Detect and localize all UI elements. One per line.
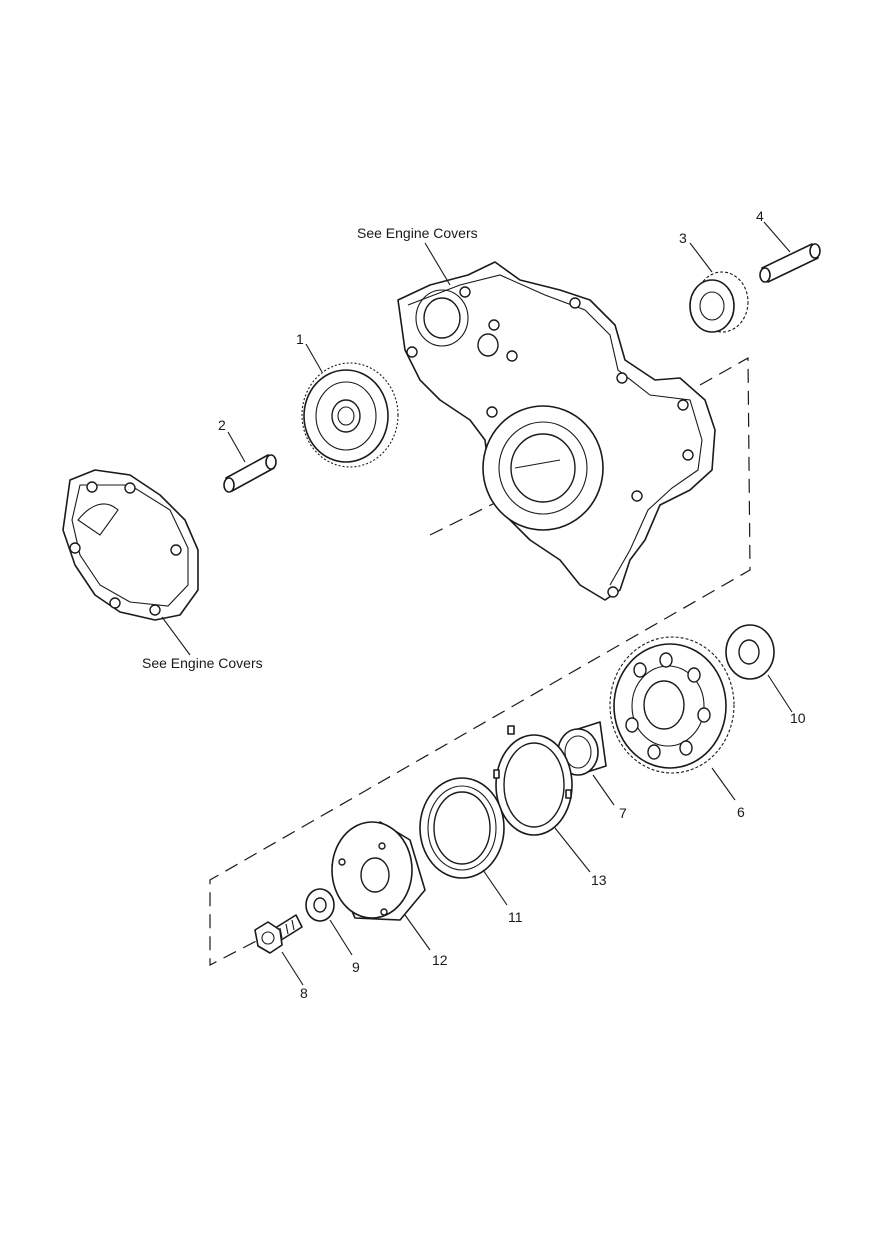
callout-3: 3 [679,230,687,246]
leader-12 [404,914,431,951]
see-engine-covers-note-top: See Engine Covers [357,225,478,241]
engine-cover-main[interactable] [397,261,716,601]
part-3-small-gear[interactable] [689,271,749,333]
callout-4: 4 [756,208,764,224]
engine-cover-left-note: See Engine Covers [142,616,263,671]
part-2-shaft[interactable] [223,454,277,493]
part-8-bolt[interactable] [254,914,303,954]
leader-3 [689,242,713,273]
callout-1: 1 [296,331,304,347]
leader-8 [281,951,304,986]
callout-8: 8 [300,985,308,1001]
callout-12: 12 [432,952,448,968]
callout-11: 11 [508,909,523,925]
engine-cover-left[interactable] [62,469,199,621]
part-6-large-gear[interactable] [609,636,735,774]
callout-7: 7 [619,805,627,821]
callout-13: 13 [591,872,607,888]
leader-2 [227,431,246,463]
leader-9 [329,919,353,956]
assembly-boundary-dashed [209,356,751,966]
part-4-pin[interactable] [759,243,821,283]
part-10-washer[interactable] [725,624,775,680]
callout-6: 6 [737,804,745,820]
leader-10 [767,674,793,713]
leader-7 [592,774,615,806]
see-engine-covers-note-left: See Engine Covers [142,655,263,671]
leader-1 [305,343,323,373]
part-9-small-washer[interactable] [305,888,335,922]
leader-4 [763,221,791,253]
part-13-plate[interactable] [493,725,573,836]
leader-6 [711,767,736,801]
callout-2: 2 [218,417,226,433]
part-1-idler-gear[interactable] [301,362,399,468]
callout-10: 10 [790,710,806,726]
callout-9: 9 [352,959,360,975]
part-11-ring[interactable] [419,777,505,879]
engine-cover-main-note: See Engine Covers [357,225,478,286]
part-12-sprag-housing[interactable] [331,821,426,921]
leader-13 [554,827,591,873]
leader-11 [482,869,508,906]
